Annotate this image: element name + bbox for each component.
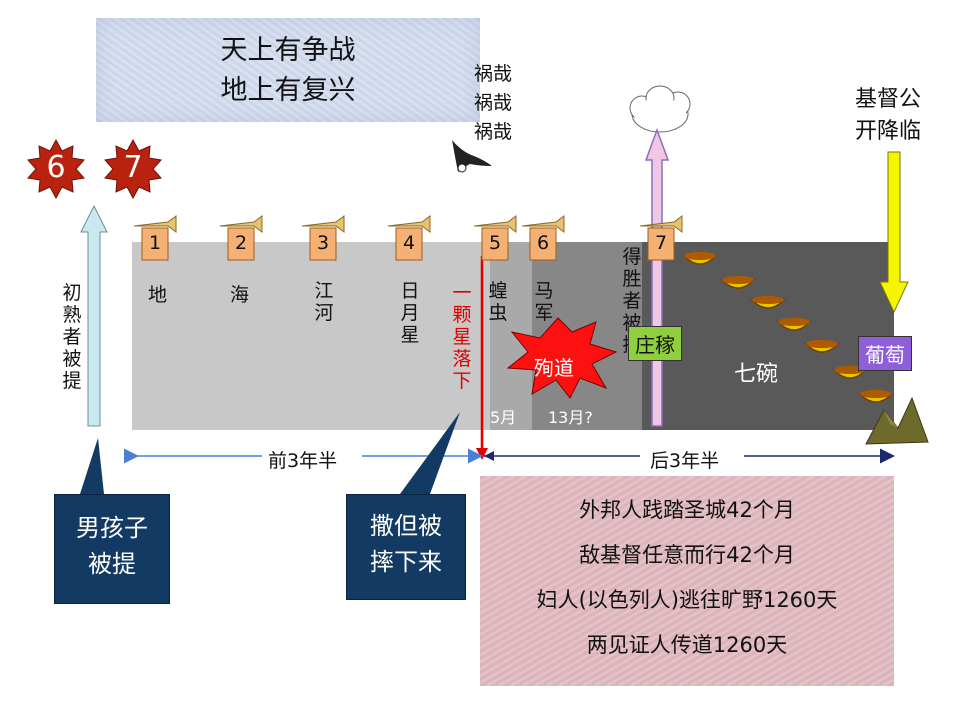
timeline-band-bowls bbox=[642, 242, 894, 430]
grapes-tag: 葡萄 bbox=[858, 336, 912, 371]
label-seven-bowls: 七碗 bbox=[734, 362, 779, 387]
label-horsemen: 马军 bbox=[534, 280, 554, 324]
banner-line1: 天上有争战 bbox=[220, 35, 356, 66]
cloud-icon bbox=[629, 85, 691, 133]
midpoint-red-arrowhead bbox=[476, 448, 488, 460]
bowls-sequence bbox=[682, 252, 894, 403]
event-1: 外邦人践踏圣城42个月 bbox=[579, 498, 795, 522]
boy-callout-line2: 被提 bbox=[88, 550, 136, 578]
martyr-label: 殉道 bbox=[534, 356, 574, 380]
event-4: 两见证人传道1260天 bbox=[586, 633, 788, 657]
mountain-icon bbox=[865, 396, 929, 445]
event-2: 敌基督任意而行42个月 bbox=[579, 543, 795, 567]
seal-7-number: 7 bbox=[123, 150, 143, 185]
harvest-tag: 庄稼 bbox=[628, 326, 682, 361]
second-coming-line1: 基督公 bbox=[855, 87, 922, 112]
boy-raptured-callout: 男孩子 被提 bbox=[54, 494, 170, 604]
woe-2: 祸哉 bbox=[474, 92, 513, 114]
event-3: 妇人(以色列人)逃往旷野1260天 bbox=[536, 588, 838, 612]
trumpet-6: 6 bbox=[536, 232, 550, 254]
timeline-band-first bbox=[132, 242, 490, 430]
trumpet-3: 3 bbox=[316, 232, 330, 254]
label-locusts: 蝗虫 bbox=[488, 280, 508, 324]
label-second-half: 后3年半 bbox=[650, 450, 720, 472]
label-five-months: 5月 bbox=[490, 408, 517, 427]
eagle-icon bbox=[452, 140, 492, 173]
label-first-half: 前3年半 bbox=[268, 450, 338, 472]
seal-6-star bbox=[27, 138, 85, 200]
satan-callout-line1: 撒但被 bbox=[370, 512, 442, 540]
second-coming-arrow bbox=[879, 151, 909, 314]
trumpet-1: 1 bbox=[148, 232, 162, 254]
satan-callout-tail bbox=[400, 412, 460, 494]
overcomers-arrow bbox=[644, 127, 670, 427]
woe-text: 祸哉 祸哉 祸哉 bbox=[474, 60, 512, 147]
second-coming-text: 基督公 开降临 bbox=[855, 84, 921, 148]
label-rivers: 江河 bbox=[314, 280, 334, 324]
label-thirteen-months: 13月? bbox=[548, 408, 593, 427]
woe-1: 祸哉 bbox=[474, 63, 513, 85]
second-half-events-box: 外邦人践踏圣城42个月 敌基督任意而行42个月 妇人(以色列人)逃往旷野1260… bbox=[480, 476, 894, 686]
firstfruits-arrow bbox=[80, 204, 108, 427]
boy-callout-line1: 男孩子 bbox=[76, 514, 148, 542]
label-firstfruits-raptured: 初熟者被提 bbox=[62, 282, 82, 392]
second-coming-line2: 开降临 bbox=[855, 119, 922, 144]
label-sea: 海 bbox=[230, 284, 250, 306]
satan-callout-line2: 摔下来 bbox=[370, 548, 442, 576]
trumpet-5: 5 bbox=[488, 232, 502, 254]
trumpet-2: 2 bbox=[234, 232, 248, 254]
martyr-burst bbox=[506, 317, 618, 399]
satan-cast-down-callout: 撒但被 摔下来 bbox=[346, 494, 466, 600]
woe-3: 祸哉 bbox=[474, 121, 513, 143]
label-sun-moon-stars: 日月星 bbox=[400, 280, 420, 346]
label-star-falls: 一颗星落下 bbox=[452, 282, 472, 392]
seal-7-star bbox=[104, 138, 162, 200]
seal-6-number: 6 bbox=[46, 150, 66, 185]
trumpet-flags bbox=[133, 215, 683, 261]
trumpet-4: 4 bbox=[402, 232, 416, 254]
banner-box: 天上有争战 地上有复兴 bbox=[96, 18, 480, 122]
boy-callout-tail bbox=[80, 438, 104, 494]
banner-line2: 地上有复兴 bbox=[220, 75, 356, 106]
label-earth: 地 bbox=[148, 284, 168, 306]
trumpet-7: 7 bbox=[654, 232, 668, 254]
